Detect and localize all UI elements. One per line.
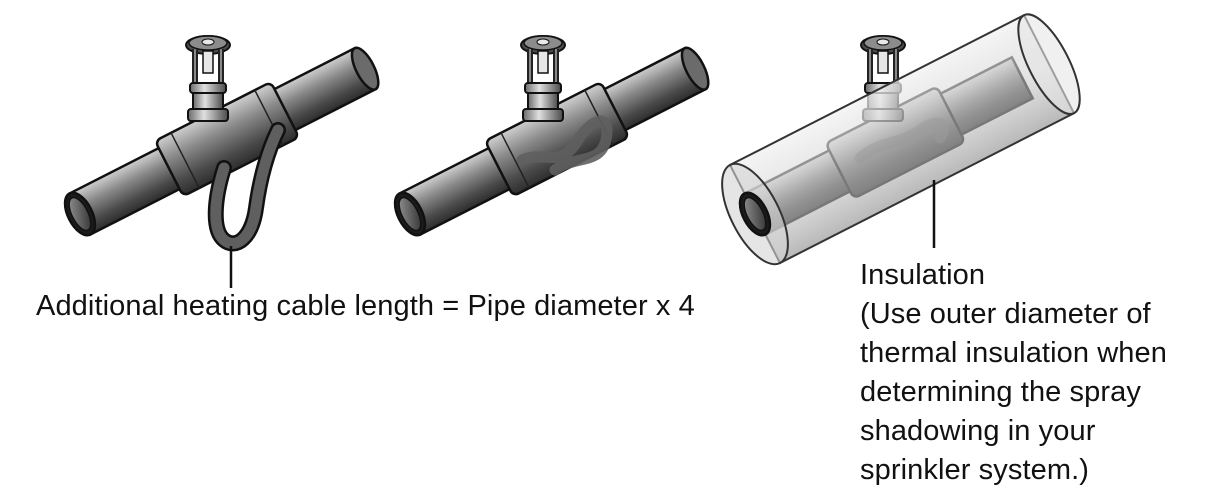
insulation-label: Insulation (Use outer diameter of therma…: [860, 256, 1167, 490]
panel-pipe-with-cable-loop: [63, 36, 380, 288]
panel-pipe-with-insulation: [721, 13, 1081, 266]
insulation-note-line: thermal insulation when: [860, 337, 1167, 369]
insulation-note-line: sprinkler system.): [860, 454, 1089, 486]
cable-length-label: Additional heating cable length = Pipe d…: [36, 290, 695, 322]
insulation-note-line: (Use outer diameter of: [860, 298, 1151, 330]
sprinkler-head-icon: [186, 36, 230, 121]
insulation-note-line: determining the spray: [860, 376, 1141, 408]
insulation-title: Insulation: [860, 259, 986, 291]
insulation-sleeve: [721, 13, 1081, 266]
sprinkler-head-icon: [521, 36, 565, 121]
panel-pipe-with-wrapped-cable: [393, 36, 710, 237]
insulation-note-line: shadowing in your: [860, 415, 1096, 447]
heating-cable-wrap: [516, 115, 613, 176]
